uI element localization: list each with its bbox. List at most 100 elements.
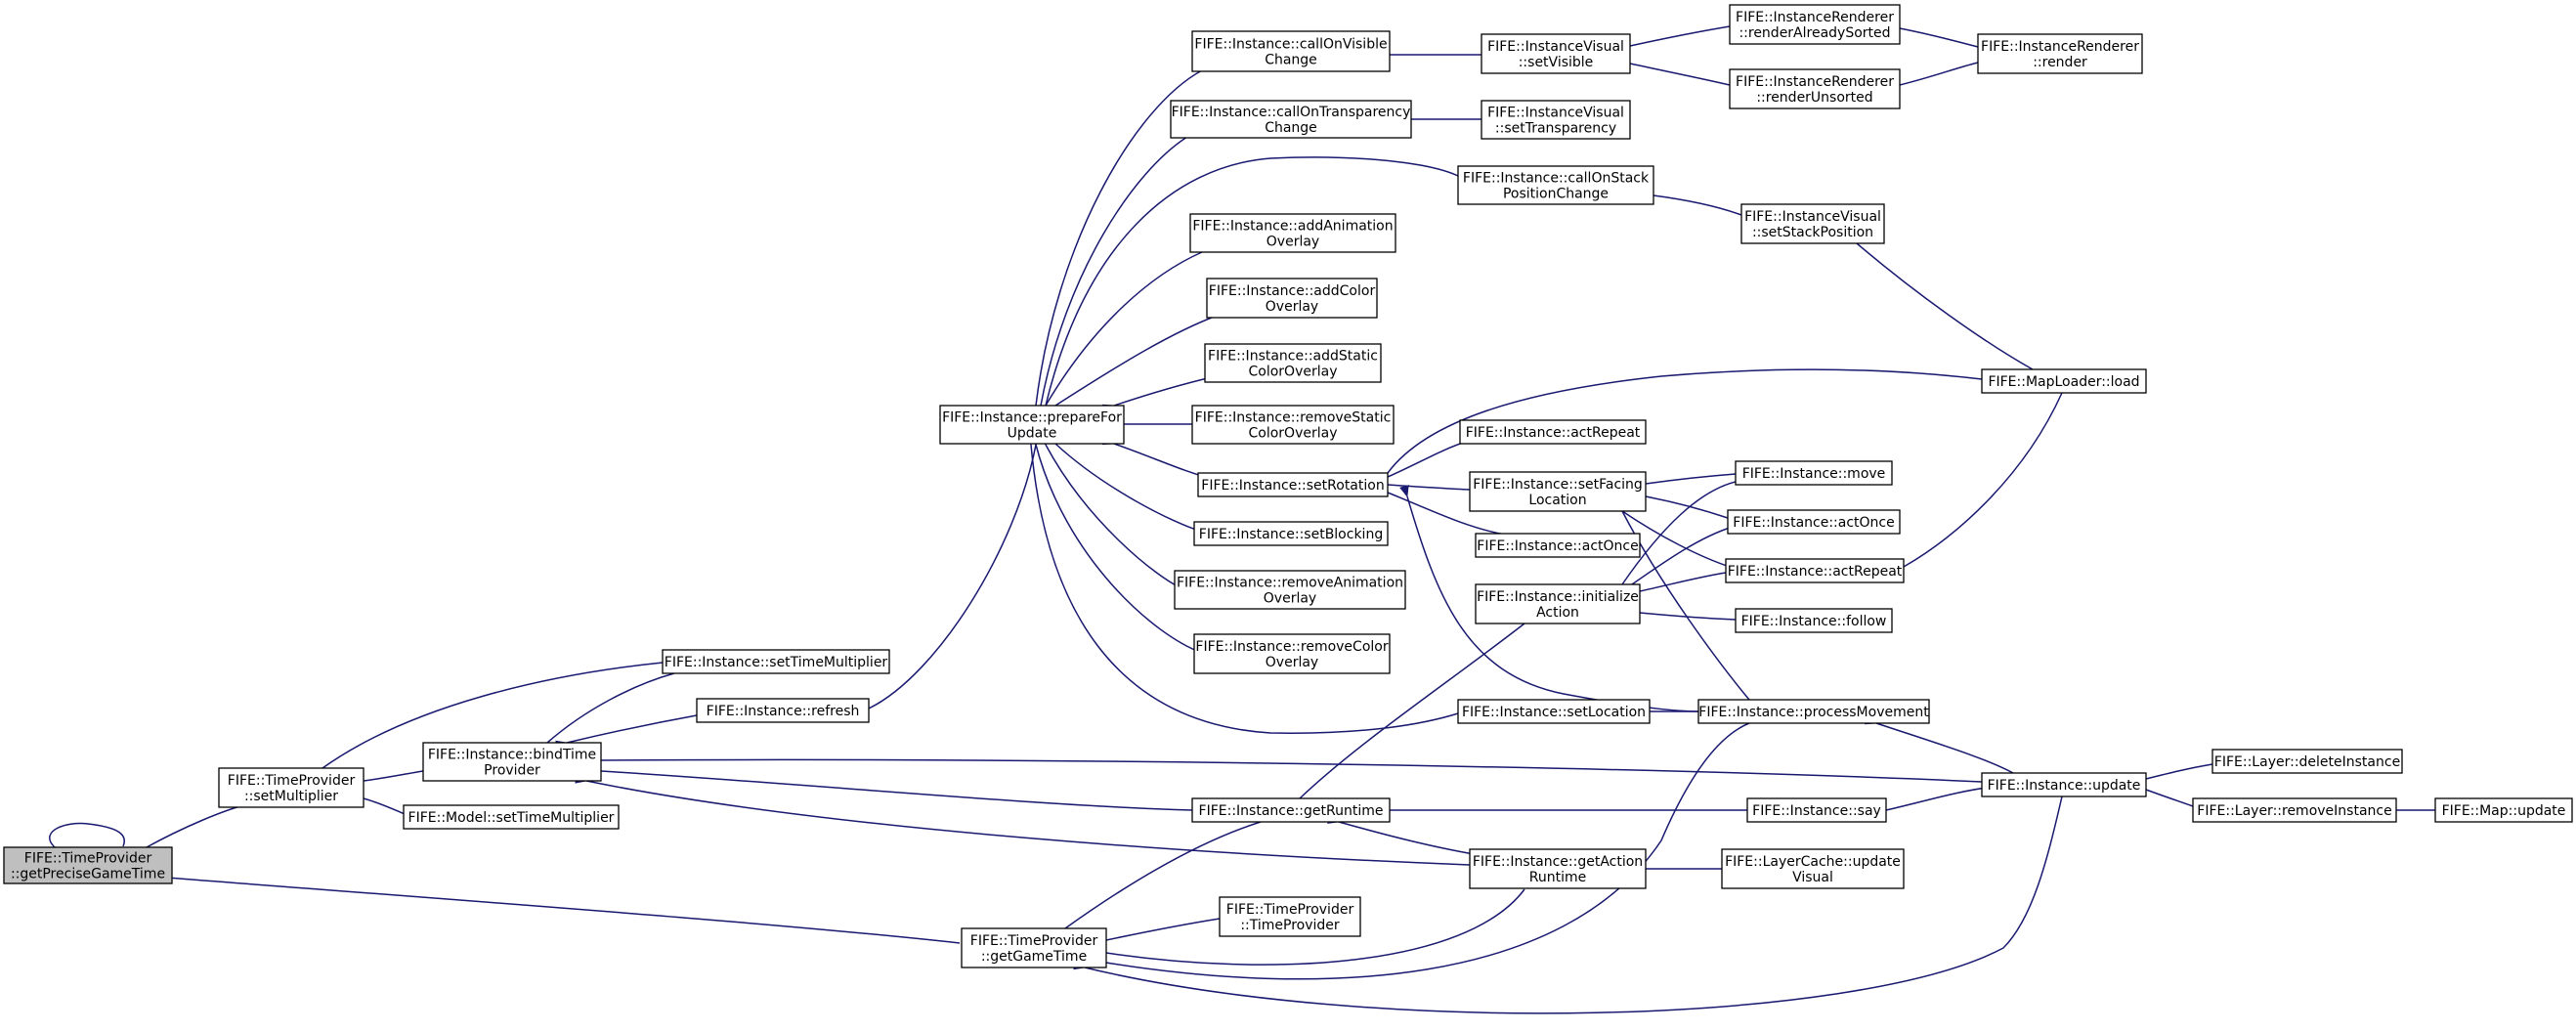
node-layer_removeInstance[interactable]: FIFE::Layer::removeInstance	[2192, 797, 2397, 823]
node-label: ::renderAlreadySorted	[1739, 25, 1890, 41]
node-label: FIFE::Model::setTimeMultiplier	[408, 810, 615, 826]
node-box	[1746, 797, 1887, 823]
node-inst_setBlocking[interactable]: FIFE::Instance::setBlocking	[1193, 521, 1389, 546]
node-inst_actOnce_a[interactable]: FIFE::Instance::actOnce	[1475, 533, 1641, 558]
edge-inst_getRuntime-to-inst_getActionRuntime	[1327, 814, 1486, 857]
node-inst_refresh[interactable]: FIFE::Instance::refresh	[696, 698, 870, 723]
edge-tp_setMultiplier-to-model_setTimeMultiplier	[352, 791, 406, 815]
edge-inst_setFacingLocation-to-inst_move	[1634, 473, 1737, 491]
node-label: Overlay	[1267, 235, 1319, 250]
node-box	[1727, 509, 1901, 535]
node-label: FIFE::Instance::callOnVisible	[1194, 37, 1387, 53]
node-inst_update[interactable]: FIFE::Instance::update	[1981, 772, 2147, 797]
edge-inst_prepareForUpdate-to-inst_addColorOverlay	[1044, 315, 1218, 416]
node-ir_renderAlreadySorted[interactable]: FIFE::InstanceRenderer::renderAlreadySor…	[1729, 4, 1901, 45]
edge-iv_setVisible-to-ir_renderUnsorted	[1618, 56, 1731, 86]
node-inst_move[interactable]: FIFE::Instance::move	[1735, 460, 1893, 486]
node-label: FIFE::Layer::deleteInstance	[2214, 754, 2400, 770]
node-tp_getGameTime[interactable]: FIFE::TimeProvider::getGameTime	[961, 927, 1107, 968]
node-root[interactable]: FIFE::TimeProvider::getPreciseGameTime	[3, 846, 173, 884]
node-inst_follow[interactable]: FIFE::Instance::follow	[1735, 608, 1893, 633]
node-box	[1457, 165, 1654, 205]
node-label: FIFE::Instance::addStatic	[1208, 349, 1378, 365]
node-layer_deleteInstance[interactable]: FIFE::Layer::deleteInstance	[2211, 749, 2403, 774]
edge-root-to-tp_setMultiplier	[134, 805, 241, 857]
node-inst_actOnce_b[interactable]: FIFE::Instance::actOnce	[1727, 509, 1901, 535]
node-inst_setLocation[interactable]: FIFE::Instance::setLocation	[1457, 699, 1651, 724]
node-label: Visual	[1792, 870, 1833, 885]
node-inst_actRepeat_b[interactable]: FIFE::Instance::actRepeat	[1725, 558, 1905, 583]
node-map_update[interactable]: FIFE::Map::update	[2434, 797, 2573, 823]
edge-ir_renderAlreadySorted-to-ir_render	[1888, 21, 1979, 48]
node-label: FIFE::Instance::update	[1988, 778, 2141, 794]
edge-inst_setFacingLocation-to-inst_actOnce_b	[1634, 489, 1729, 519]
node-label: ::setStackPosition	[1752, 225, 1873, 240]
node-box	[1725, 558, 1905, 583]
node-box	[1981, 772, 2147, 797]
node-inst_getRuntime[interactable]: FIFE::Instance::getRuntime	[1191, 797, 1391, 823]
edge-root-to-tp_getGameTime	[154, 872, 961, 944]
node-label: Overlay	[1266, 299, 1318, 315]
node-box	[1191, 30, 1391, 72]
node-iv_setVisible[interactable]: FIFE::InstanceVisual::setVisible	[1481, 33, 1631, 74]
node-inst_say[interactable]: FIFE::Instance::say	[1746, 797, 1887, 823]
node-label: ::setVisible	[1519, 55, 1594, 70]
node-box	[1469, 848, 1647, 889]
node-label: FIFE::Instance::getAction	[1473, 854, 1643, 870]
edge-inst_setRotation-to-inst_actRepeat_a	[1375, 441, 1467, 486]
node-label: FIFE::Instance::say	[1752, 803, 1881, 819]
node-box	[1170, 100, 1412, 139]
edge-inst_getRuntime-to-inst_initializeAction	[1288, 623, 1525, 810]
node-box	[1475, 583, 1641, 624]
node-label: Action	[1536, 605, 1579, 621]
node-iv_setTransparency[interactable]: FIFE::InstanceVisual::setTransparency	[1481, 100, 1631, 140]
node-box	[662, 649, 890, 674]
edge-inst_bindTimeProvider-to-inst_update	[589, 755, 1983, 783]
node-inst_setTimeMultiplier[interactable]: FIFE::Instance::setTimeMultiplier	[662, 649, 890, 674]
edge-tp_getGameTime-to-inst_getActionRuntime	[1095, 888, 1525, 966]
node-label: Location	[1528, 493, 1586, 508]
node-ml_load[interactable]: FIFE::MapLoader::load	[1981, 368, 2147, 394]
node-inst_setRotation[interactable]: FIFE::Instance::setRotation	[1197, 472, 1389, 497]
node-label: FIFE::Instance::actOnce	[1733, 515, 1894, 531]
node-label: FIFE::LayerCache::update	[1725, 854, 1901, 870]
node-tp_TimeProvider[interactable]: FIFE::TimeProvider::TimeProvider	[1219, 896, 1361, 937]
edge-inst_bindTimeProvider-to-inst_getActionRuntime	[575, 773, 1471, 866]
node-inst_processMovement[interactable]: FIFE::Instance::processMovement	[1697, 699, 1930, 724]
node-label: PositionChange	[1503, 187, 1609, 202]
node-label: FIFE::Instance::setBlocking	[1199, 527, 1383, 542]
node-box	[1191, 405, 1395, 445]
node-label: FIFE::Instance::setFacing	[1473, 477, 1643, 493]
node-box	[1174, 570, 1406, 610]
node-iv_setStackPosition[interactable]: FIFE::InstanceVisual::setStackPosition	[1740, 203, 1885, 244]
node-label: FIFE::Instance::setTimeMultiplier	[665, 655, 888, 670]
node-label: Runtime	[1529, 870, 1586, 885]
node-ir_render[interactable]: FIFE::InstanceRenderer::render	[1977, 33, 2143, 74]
edge-iv_setVisible-to-ir_renderAlreadySorted	[1618, 25, 1731, 54]
node-model_setTimeMultiplier[interactable]: FIFE::Model::setTimeMultiplier	[403, 804, 620, 830]
node-label: FIFE::Instance::processMovement	[1698, 705, 1929, 720]
node-box	[696, 698, 870, 723]
node-tp_setMultiplier[interactable]: FIFE::TimeProvider::setMultiplier	[218, 767, 365, 808]
node-inst_callOnStackPositionChange[interactable]: FIFE::Instance::callOnStackPositionChang…	[1457, 165, 1654, 205]
node-inst_actRepeat_a[interactable]: FIFE::Instance::actRepeat	[1459, 419, 1647, 445]
node-ir_renderUnsorted[interactable]: FIFE::InstanceRenderer::renderUnsorted	[1729, 68, 1901, 109]
node-label: ColorOverlay	[1249, 365, 1338, 380]
node-label: FIFE::Instance::removeAnimation	[1177, 576, 1403, 591]
edge-inst_update-to-layer_deleteInstance	[2134, 763, 2213, 787]
edge-iv_setStackPosition-to-ml_load	[1845, 233, 2034, 370]
